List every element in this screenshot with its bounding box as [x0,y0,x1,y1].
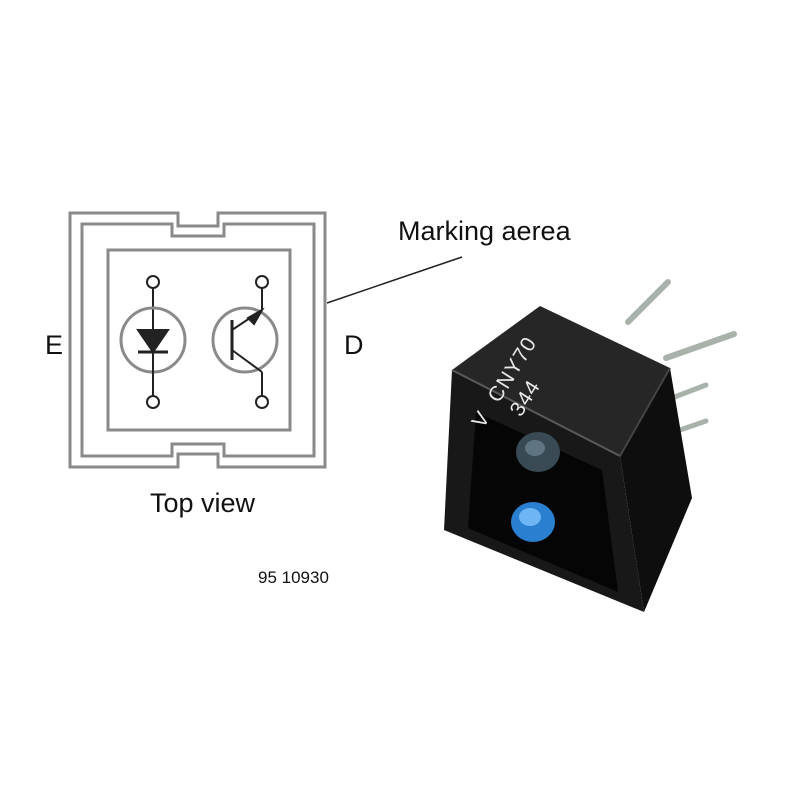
marking-area-label: Marking aerea [398,216,571,246]
component-lead [669,382,709,401]
component-window [468,412,618,592]
phototransistor-icon [211,275,279,409]
view-label: Top view [150,488,256,518]
component-lead [663,331,737,361]
component-top-face [452,306,670,456]
component-side-face [620,368,692,612]
diode-icon [119,275,187,409]
drawing-number: 95 10930 [258,568,329,587]
inner-package [106,248,292,432]
component-lead [677,418,709,433]
side-label-d: D [344,330,364,360]
housing-outline [68,211,327,469]
component-lead [625,279,671,325]
component-photo: CNY70 344 V [444,279,737,612]
marking-leader-line [326,256,463,304]
side-label-e: E [45,330,64,360]
